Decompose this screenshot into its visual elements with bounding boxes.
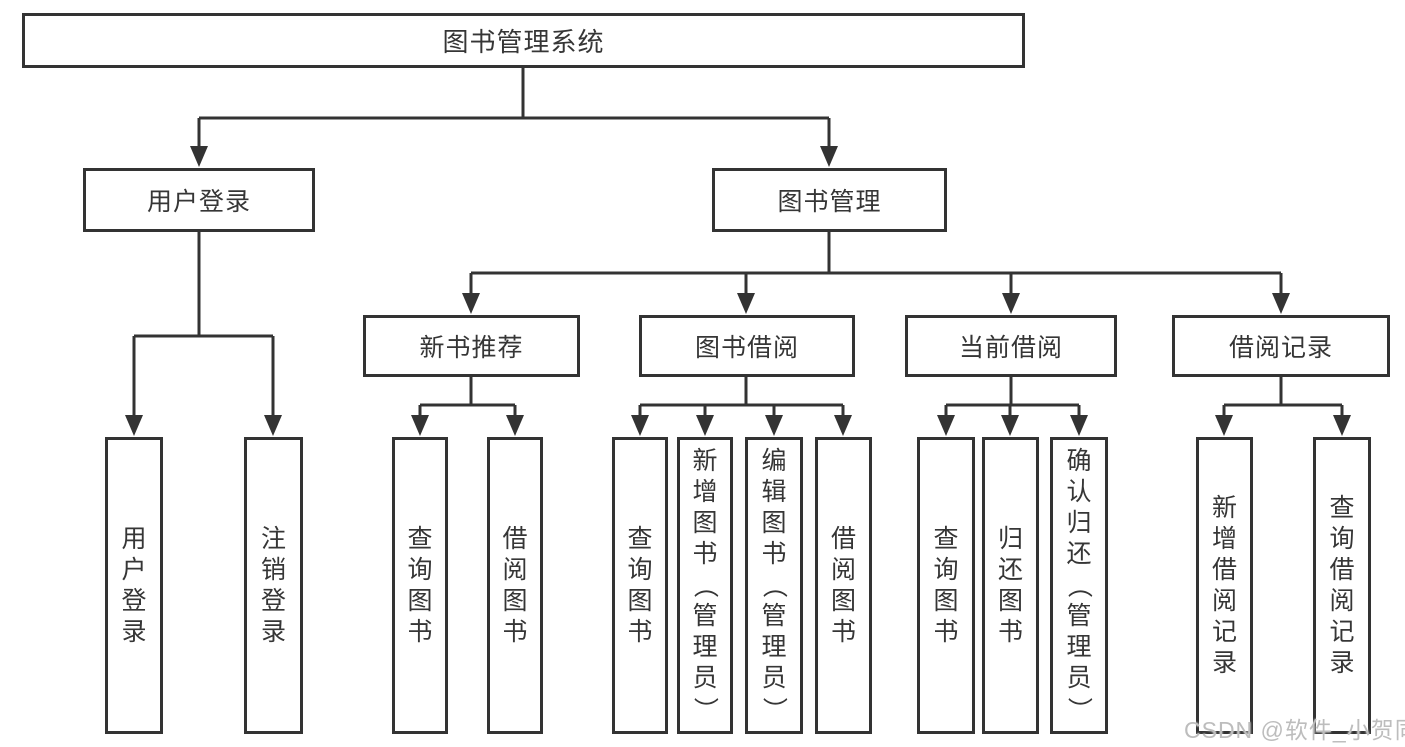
leaf-borrow-books: 借阅图书 [815, 437, 872, 734]
leaf-user-login: 用户登录 [105, 437, 163, 734]
node-current-borrow: 当前借阅 [905, 315, 1117, 377]
leaf-logout: 注销登录 [244, 437, 303, 734]
node-book-management: 图书管理 [712, 168, 947, 232]
leaf-borrow-books-recommend: 借阅图书 [487, 437, 543, 734]
leaf-query-borrow-record: 查询借阅记录 [1313, 437, 1371, 734]
node-book-borrow: 图书借阅 [639, 315, 855, 377]
leaf-add-borrow-record: 新增借阅记录 [1196, 437, 1253, 734]
node-borrow-record: 借阅记录 [1172, 315, 1390, 377]
leaf-edit-books-admin: 编辑图书（管理员） [745, 437, 803, 734]
csdn-watermark: CSDN @软件_小贺同学 [1184, 717, 1405, 743]
leaf-query-books-borrow: 查询图书 [612, 437, 668, 734]
node-library-management-system: 图书管理系统 [22, 13, 1025, 68]
leaf-add-books-admin: 新增图书（管理员） [677, 437, 733, 734]
node-new-book-recommend: 新书推荐 [363, 315, 580, 377]
leaf-query-books-current: 查询图书 [917, 437, 975, 734]
node-user-login: 用户登录 [83, 168, 315, 232]
leaf-return-books: 归还图书 [982, 437, 1039, 734]
leaf-confirm-return-admin: 确认归还（管理员） [1050, 437, 1108, 734]
leaf-query-books-recommend: 查询图书 [392, 437, 448, 734]
